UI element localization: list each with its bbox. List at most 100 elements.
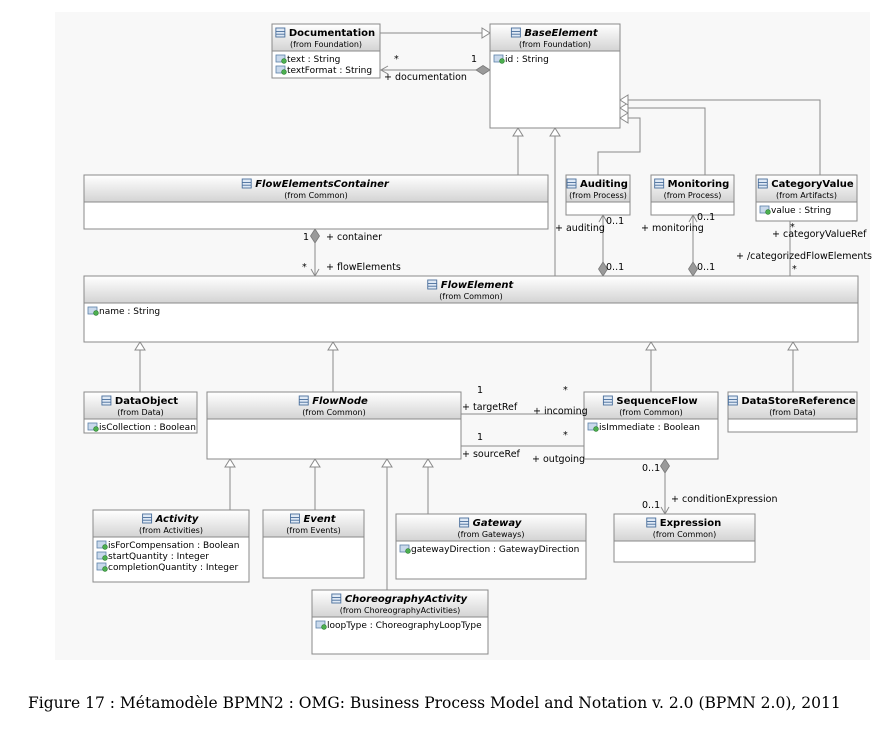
- attribute: textFormat : String: [275, 65, 372, 76]
- class-name: Auditing: [580, 179, 628, 190]
- class-icon: [331, 593, 342, 604]
- class-expression: Expression(from Common): [613, 513, 756, 563]
- association-label: + targetRef: [462, 402, 518, 413]
- class-package: (from Data): [117, 408, 164, 417]
- class-data-object: DataObject(from Data)isCollection : Bool…: [83, 391, 198, 434]
- class-name: Expression: [660, 518, 721, 529]
- class-icon: [757, 178, 768, 189]
- class-name: Event: [303, 514, 336, 525]
- association-label: 0..1: [606, 216, 624, 227]
- association-label: *: [394, 54, 399, 65]
- class-name: Gateway: [473, 518, 522, 529]
- class-icon: [727, 395, 738, 406]
- attribute-label: loopType : ChoreographyLoopType: [327, 621, 482, 631]
- class-name: DataObject: [115, 396, 178, 407]
- class-package: (from Common): [439, 292, 502, 301]
- class-name: FlowElementsContainer: [255, 179, 390, 190]
- class-icon: [275, 27, 286, 38]
- generalization-arrowhead: [481, 27, 491, 39]
- class-package: (from Artifacts): [776, 191, 837, 200]
- association-label: 0..1: [642, 463, 660, 474]
- generalization-arrowhead: [549, 127, 561, 137]
- generalization-arrowhead: [381, 458, 393, 468]
- class-icon: [566, 178, 577, 189]
- uml-class-diagram: Documentation(from Foundation)text : Str…: [83, 23, 873, 655]
- class-icon: [241, 178, 252, 189]
- association-label: 0..1: [697, 262, 715, 273]
- class-data-store-reference: DataStoreReference(from Data): [727, 391, 858, 433]
- association-label: + container: [326, 232, 382, 243]
- class-flow-elements-container: FlowElementsContainer(from Common): [83, 174, 549, 230]
- attribute-label: name : String: [99, 307, 160, 317]
- association-label: + auditing: [555, 223, 605, 234]
- class-icon: [101, 395, 112, 406]
- class-choreography-activity: ChoreographyActivity(from ChoreographyAc…: [311, 589, 489, 655]
- generalization-arrowhead: [619, 112, 629, 124]
- class-sequence-flow: SequenceFlow(from Common) isImmediate : B…: [583, 391, 719, 460]
- association-label: + incoming: [533, 406, 588, 417]
- association-label: + /categorizedFlowElements: [736, 251, 872, 262]
- class-name: FlowElement: [441, 280, 515, 291]
- generalization-arrowhead: [619, 102, 629, 114]
- class-package: (from Activities): [139, 526, 203, 535]
- class-package: (from Process): [569, 191, 627, 200]
- class-package: (from Foundation): [290, 40, 362, 49]
- generalization-arrowhead: [512, 127, 524, 137]
- generalization-arrowhead: [224, 458, 236, 468]
- class-gateway: Gateway(from Gateways) gatewayDirection :…: [395, 513, 587, 580]
- class-package: (from Common): [284, 191, 347, 200]
- association-label: 1: [471, 54, 477, 65]
- class-documentation: Documentation(from Foundation)text : Str…: [271, 23, 381, 79]
- association-label: *: [790, 222, 795, 233]
- class-name: Monitoring: [668, 179, 730, 190]
- association-label: 1: [477, 385, 483, 396]
- generalization-arrowhead: [309, 458, 321, 468]
- class-name: FlowNode: [312, 396, 368, 407]
- generalization-line: [628, 107, 706, 175]
- class-package: (from Gateways): [458, 530, 525, 539]
- association-label: + monitoring: [641, 223, 704, 234]
- composition-diamond: [475, 65, 491, 75]
- attribute-label: id : String: [505, 55, 549, 65]
- generalization-arrowhead: [645, 341, 657, 351]
- class-monitoring: Monitoring(from Process): [650, 174, 735, 216]
- attribute: gatewayDirection : GatewayDirection: [399, 544, 579, 555]
- class-icon: [646, 517, 657, 528]
- generalization-arrowhead: [619, 94, 629, 106]
- navigability-arrow: [379, 65, 389, 75]
- association-label: + documentation: [384, 72, 467, 83]
- class-name: ChoreographyActivity: [345, 594, 468, 605]
- attribute: text : String: [275, 54, 340, 65]
- class-name: BaseElement: [524, 28, 598, 39]
- attribute: completionQuantity : Integer: [96, 562, 239, 573]
- figure-caption: Figure 17 : Métamodèle BPMN2 : OMG: Busi…: [28, 694, 841, 712]
- generalization-line: [597, 117, 641, 175]
- class-base-element: BaseElement(from Foundation)id : String: [489, 23, 621, 129]
- generalization-arrowhead: [787, 341, 799, 351]
- attribute-label: text : String: [287, 55, 340, 65]
- class-icon: [290, 513, 300, 524]
- attribute-label: gatewayDirection : GatewayDirection: [411, 545, 579, 555]
- class-category-value: CategoryValue(from Artifacts)value : Str…: [755, 174, 858, 222]
- association-label: 1: [477, 432, 483, 443]
- class-event: Event(from Events): [262, 509, 365, 579]
- attribute: loopType : ChoreographyLoopType: [315, 620, 482, 631]
- association-label: + sourceRef: [462, 449, 521, 460]
- attribute-label: isImmediate : Boolean: [599, 423, 700, 433]
- class-package: (from Process): [664, 191, 722, 200]
- association-label: *: [792, 264, 797, 275]
- attribute: isImmediate : Boolean: [587, 422, 700, 433]
- class-activity: Activity(from Activities)isForCompensati…: [92, 509, 250, 583]
- attribute-label: textFormat : String: [287, 66, 372, 76]
- class-package: (from Events): [286, 526, 341, 535]
- class-package: (from Common): [619, 408, 682, 417]
- class-package: (from ChoreographyActivities): [340, 606, 461, 615]
- class-icon: [142, 513, 153, 524]
- association-label: *: [302, 262, 307, 273]
- association-label: 1: [303, 232, 309, 243]
- association-label: 0..1: [642, 500, 660, 511]
- class-name: DataStoreReference: [741, 396, 856, 407]
- class-name: SequenceFlow: [616, 396, 697, 407]
- class-icon: [298, 395, 309, 406]
- class-icon: [427, 279, 438, 290]
